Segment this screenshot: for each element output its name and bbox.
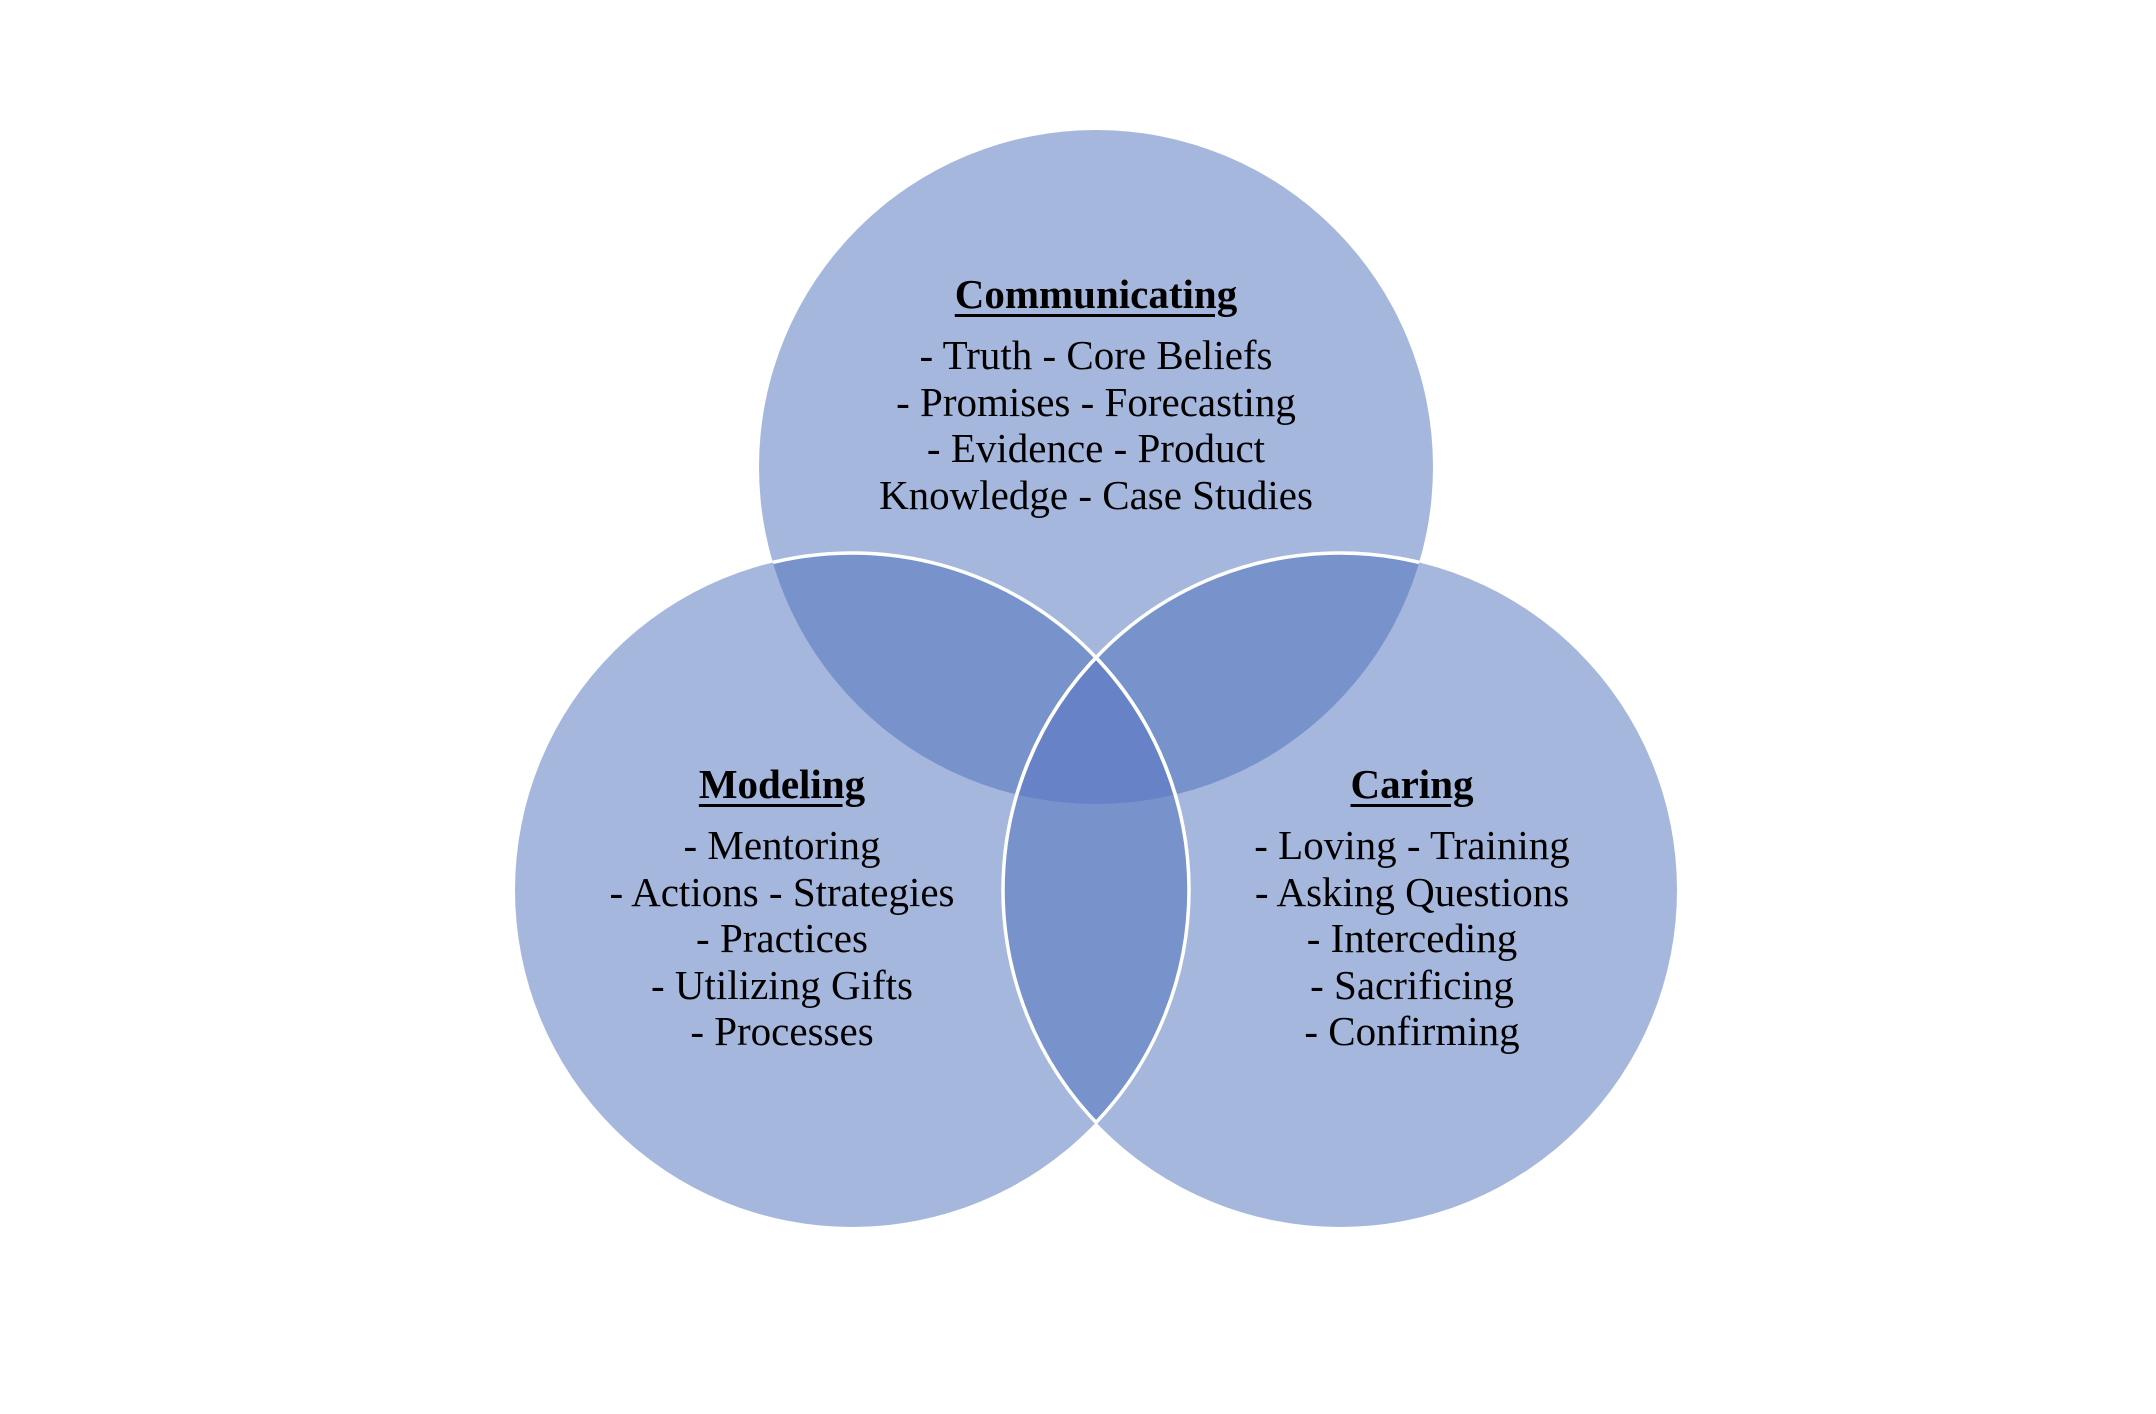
communicating-item: - Truth - Core Beliefs	[919, 332, 1273, 378]
communicating-title: Communicating	[954, 271, 1238, 317]
caring-item: - Confirming	[1304, 1008, 1520, 1054]
caring-item: - Sacrificing	[1310, 961, 1514, 1008]
communicating-item: Knowledge - Case Studies	[879, 471, 1313, 518]
modeling-item: - Mentoring	[683, 822, 881, 868]
caring-item: - Loving - Training	[1254, 822, 1570, 868]
communicating-item: - Promises - Forecasting	[896, 378, 1296, 425]
modeling-item: - Utilizing Gifts	[651, 961, 913, 1008]
caring-title: Caring	[1350, 761, 1474, 807]
modeling-title: Modeling	[698, 761, 866, 807]
modeling-edge-inner	[1003, 553, 1191, 1227]
modeling-item: - Practices	[696, 915, 868, 961]
communicating-caring-overlap	[1003, 553, 1433, 804]
caring-item: - Interceding	[1306, 915, 1518, 961]
communicating-modeling-overlap	[759, 553, 1189, 804]
modeling-label-group: Modeling - Mentoring - Actions - Strateg…	[609, 760, 954, 1055]
modeling-edge	[759, 551, 1191, 804]
caring-item: - Asking Questions	[1254, 868, 1570, 915]
communicating-label-group: Communicating - Truth - Core Beliefs - P…	[879, 270, 1313, 518]
caring-edge-inner	[1001, 553, 1189, 1227]
caring-label-group: Caring - Loving - Training - Asking Ques…	[1254, 760, 1570, 1055]
caring-edge	[1001, 551, 1433, 804]
modeling-item: - Processes	[690, 1008, 874, 1054]
modeling-item: - Actions - Strategies	[609, 868, 955, 915]
communicating-item: - Evidence - Product	[926, 425, 1266, 471]
